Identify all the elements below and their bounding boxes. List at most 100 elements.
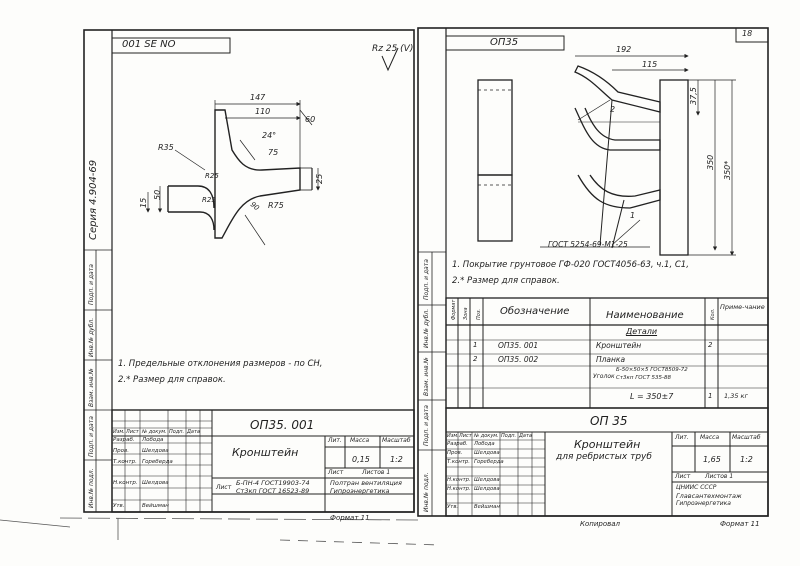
right-side-label-4: Подп. и дата: [423, 405, 430, 446]
left-side-label-1: Подп. и дата: [88, 264, 95, 305]
left-code-stamp: 001 SE NO: [122, 39, 176, 50]
dim-192: 192: [616, 45, 631, 54]
left-mass-value: 0,15: [352, 455, 370, 464]
right-row-header-0: Изм.: [447, 433, 459, 439]
spec-table: [445, 297, 769, 409]
right-row-header-4: Дата: [519, 433, 532, 439]
spec-header-format: Формат: [451, 299, 457, 320]
left-role-3: Н.контр.: [113, 480, 138, 486]
scan-artifacts: [0, 517, 441, 546]
right-row-header-2: № докум.: [474, 433, 499, 439]
right-copied: Копировал: [580, 520, 620, 528]
left-side-label-5: Инв.№ подл.: [88, 468, 95, 508]
right-row-header-1: Лист: [459, 433, 472, 439]
spec-row-1-name: Кронштейн: [596, 341, 642, 350]
series-label: Серия 4.904-69: [88, 160, 99, 240]
bracket-note: 1,35 кг: [724, 392, 748, 400]
right-title-block: [445, 407, 769, 517]
left-role-1: Пров.: [113, 448, 129, 454]
right-note-2: 2.* Размер для справок.: [452, 276, 560, 286]
left-scale-label: Масштаб: [382, 437, 411, 444]
callout-2: 2: [610, 105, 615, 114]
right-row-header-3: Подп.: [501, 433, 517, 439]
left-sheet-label: Лист: [328, 469, 344, 476]
left-row-header-3: Подп.: [169, 429, 185, 435]
right-side-label-5: Инв.№ подл.: [423, 472, 430, 512]
left-name-3: Шелдова: [142, 480, 169, 486]
left-side-label-4: Подп. и дата: [88, 416, 95, 457]
right-role-4: Н.контр.: [447, 486, 471, 492]
right-dimension-labels: 192 115 37,5 350 350* 2 1: [610, 45, 732, 220]
right-name-5: Вейшман: [474, 504, 500, 510]
left-side-label-2: Инв.№ дубл.: [88, 318, 95, 357]
right-side-label-1: Подп. и дата: [423, 259, 430, 300]
dim-350-star: 350*: [723, 161, 732, 180]
right-side-label-3: Взам. инв.№: [423, 357, 430, 396]
left-row-header-4: Дата: [187, 429, 200, 435]
left-role-0: Разраб.: [113, 437, 135, 443]
left-note-1: 1. Предельные отклонения размеров - по С…: [118, 359, 323, 369]
right-scale-value: 1:2: [740, 455, 753, 464]
bracket-qty: 1: [708, 392, 713, 400]
left-row-header-0: Изм.: [113, 429, 125, 435]
spec-row-2-designation: ОП35. 002: [498, 355, 539, 364]
left-name-0: Лобода: [142, 437, 164, 443]
right-name-1: Шелдова: [474, 450, 500, 456]
dim-75: 75: [268, 148, 278, 157]
dim-R25b: R25: [202, 196, 216, 204]
dim-60: 60: [305, 115, 315, 124]
roughness-mark: Rz 25 (V): [372, 44, 414, 54]
spec-row-2-pos: 2: [473, 355, 478, 363]
left-note-2: 2.* Размер для справок.: [118, 375, 226, 385]
left-title-block: [111, 409, 415, 513]
right-name-line1: Кронштейн: [574, 438, 641, 451]
spec-header-name: Наименование: [606, 310, 684, 321]
left-name-2: Гореберда: [142, 459, 173, 465]
right-name-2: Гореберда: [474, 459, 504, 465]
right-name-3: Шелдова: [474, 477, 500, 483]
right-assembly-drawing: [477, 65, 689, 256]
spec-row-2-name: Планка: [596, 355, 626, 364]
left-name-4: Вейшман: [142, 503, 169, 509]
gost-label: ГОСТ 5254-69-М1-25: [548, 240, 628, 249]
vertical-labels: Серия 4.904-69 Подп. и дата Инв.№ дубл. …: [88, 160, 716, 512]
right-name-0: Лобода: [474, 441, 495, 447]
left-row-header-1: Лист: [126, 429, 139, 435]
right-org-line1: ЦНИИС СССР: [676, 484, 717, 491]
left-role-2: Т.контр.: [113, 459, 137, 465]
left-role-4: Утв.: [113, 503, 125, 509]
right-sheets-label: Листов 1: [705, 473, 734, 480]
right-format: Формат 11: [720, 520, 760, 528]
dim-25: 25: [315, 174, 324, 184]
spec-row-1-designation: ОП35. 001: [498, 341, 539, 350]
right-designation: ОП 35: [590, 414, 628, 428]
spec-header-zone: Зона: [463, 307, 469, 320]
left-org-line2: Гипроэнергетика: [330, 487, 390, 495]
left-sheet: [83, 29, 415, 513]
spec-header-designation: Обозначение: [500, 306, 570, 317]
callout-1: 1: [630, 211, 635, 220]
left-scale-value: 1:2: [390, 455, 403, 464]
dim-350: 350: [706, 155, 715, 170]
right-sheet-label: Лист: [675, 473, 691, 480]
left-part-drawing: [167, 109, 313, 239]
right-mass-value: 1,65: [703, 455, 721, 464]
left-material-line1: Б-ПН-4 ГОСТ19903-74: [236, 479, 310, 487]
right-role-3: Н.контр.: [447, 477, 471, 483]
left-designation: ОП35. 001: [250, 418, 315, 432]
dim-115: 115: [642, 60, 657, 69]
spec-header-qty: Кол.: [710, 309, 716, 320]
dim-R35: R35: [158, 143, 174, 152]
dim-147: 147: [250, 93, 266, 102]
spec-row-1-qty: 2: [708, 341, 713, 349]
bracket-prefix: Уголок: [593, 373, 615, 380]
dim-R25a: R25: [205, 172, 219, 180]
right-scale-label: Масштаб: [732, 434, 761, 441]
bracket-length: L = 350±7: [630, 392, 674, 401]
spec-header-pos: Поз.: [476, 309, 482, 320]
right-side-label-2: Инв.№ дубл.: [423, 309, 430, 348]
left-dimension-labels: 147 110 60 24° 75 R35 R25 R25 R75 50 15 …: [139, 93, 324, 213]
bracket-line1: Б-50×50×5 ГОСТ8509-72: [616, 367, 688, 373]
left-format: Формат 11: [330, 514, 370, 522]
left-part-name: Кронштейн: [232, 446, 299, 459]
